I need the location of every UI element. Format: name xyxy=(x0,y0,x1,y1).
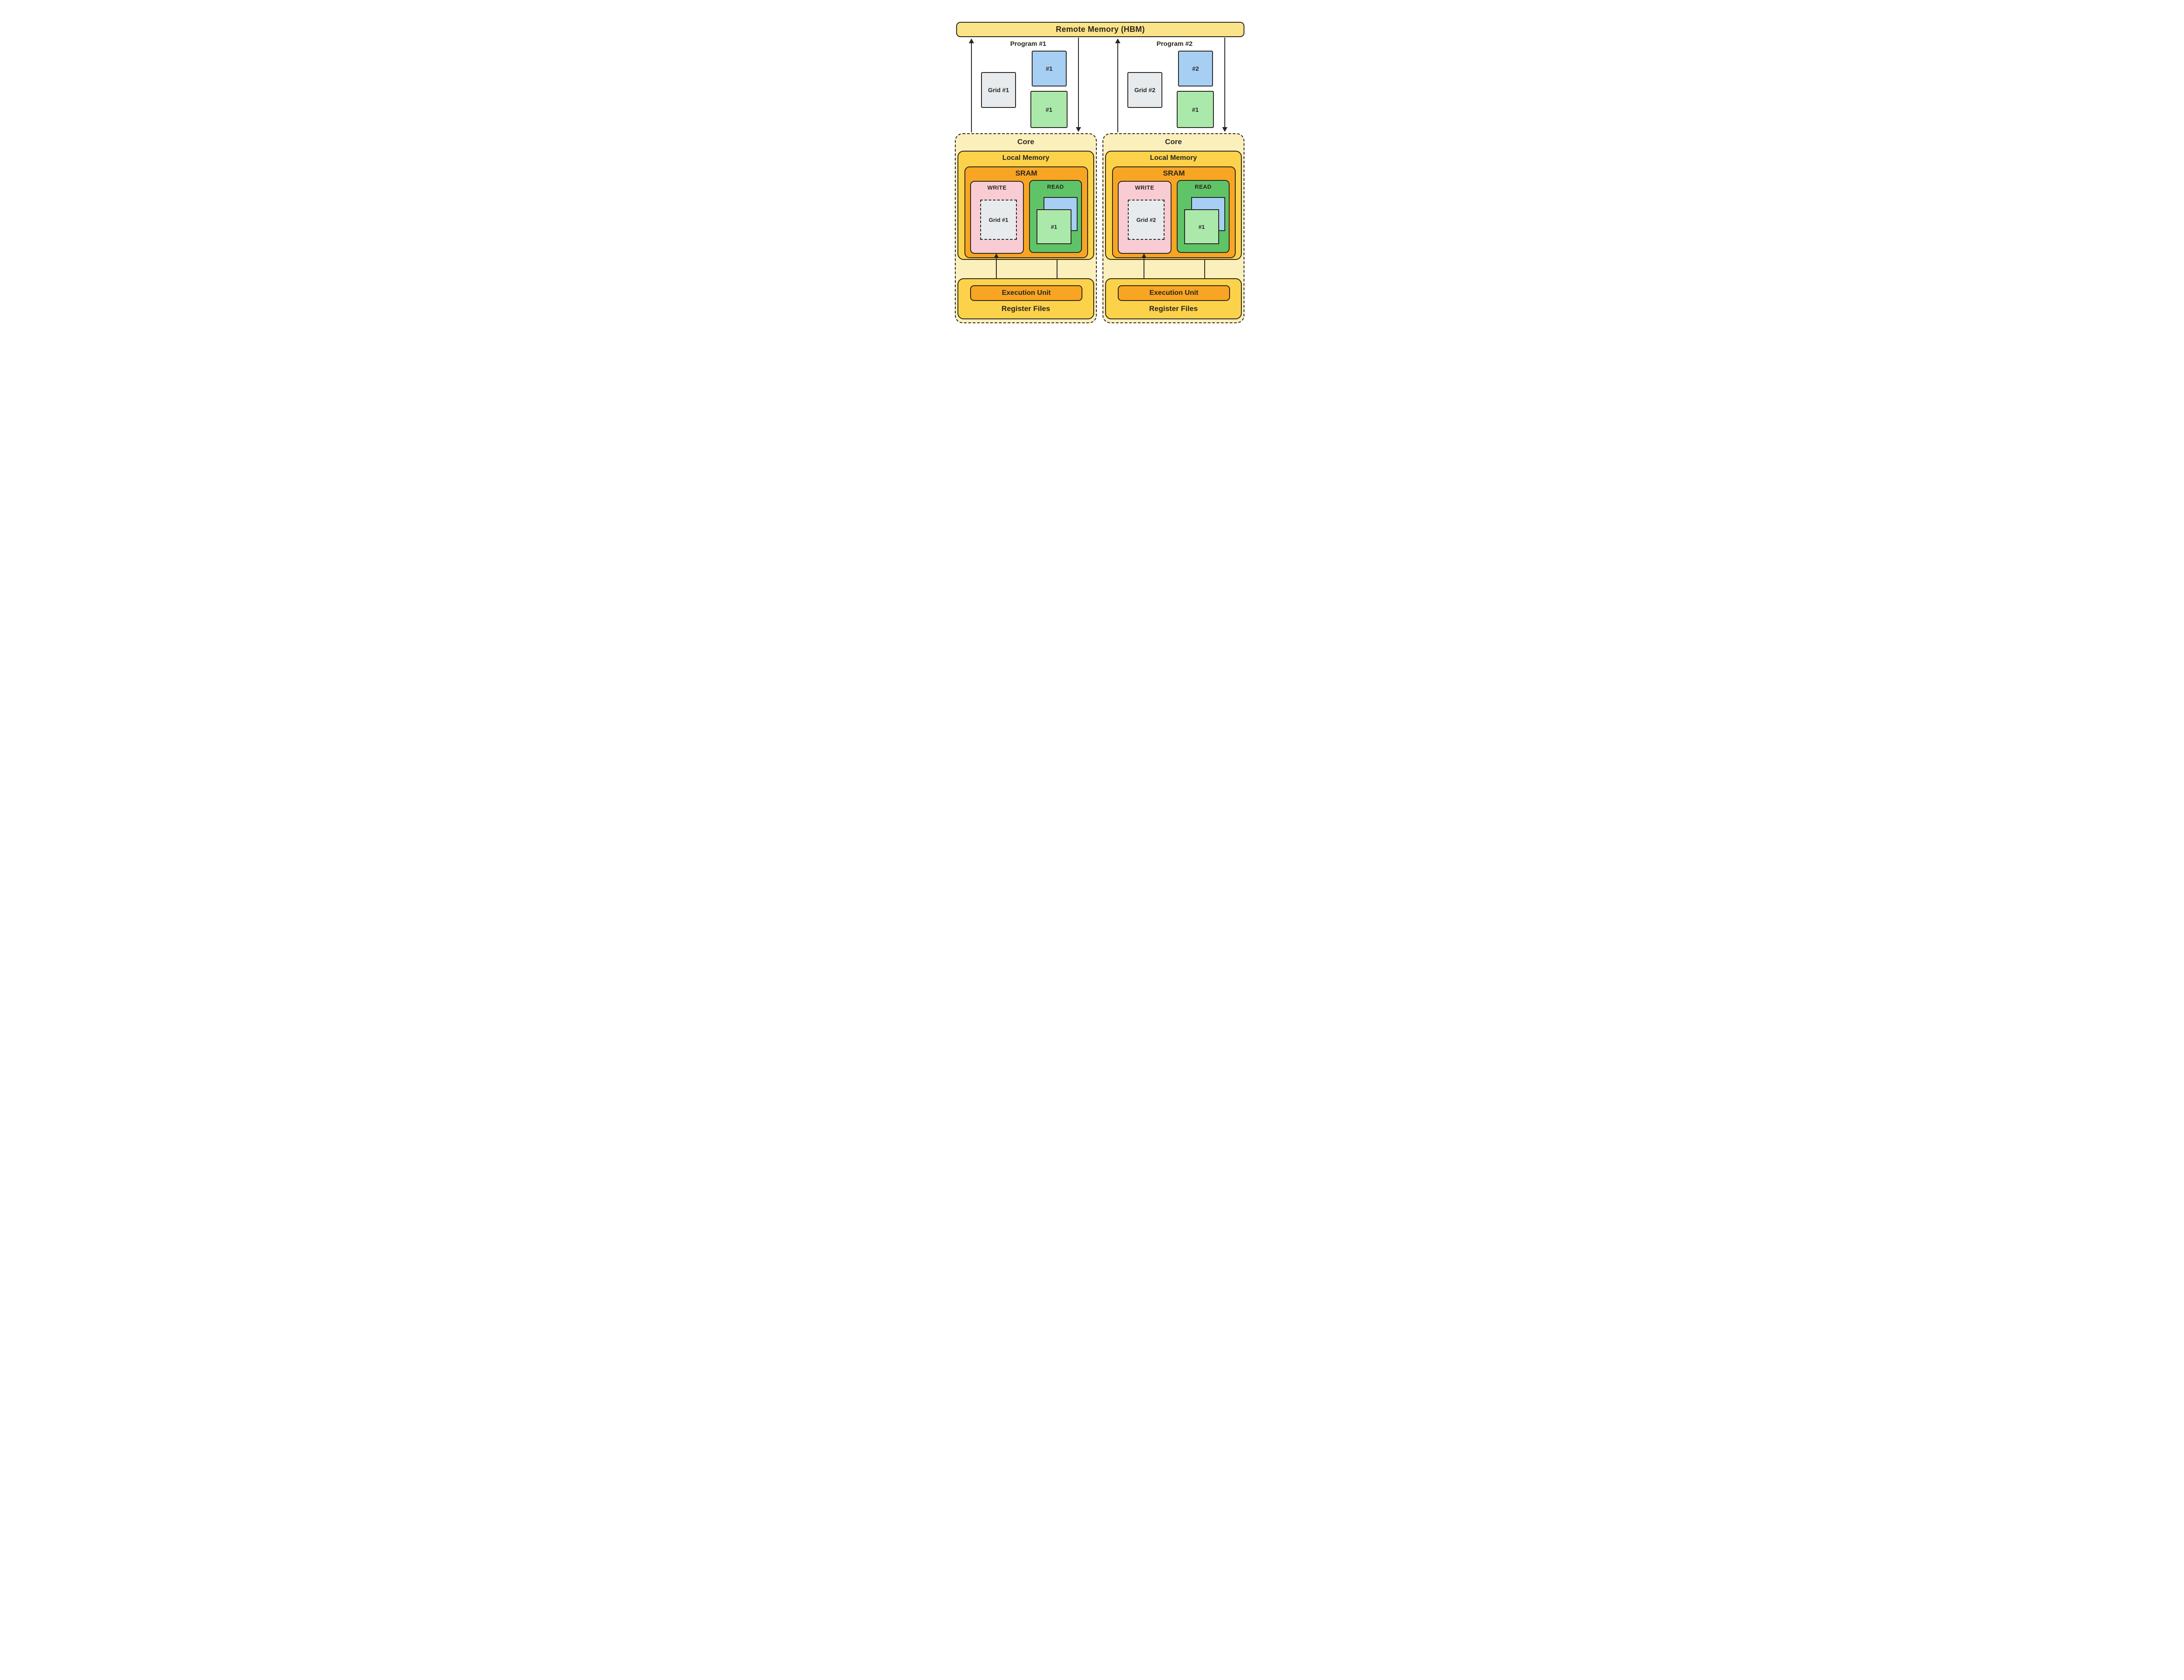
program1-title: Program #1 xyxy=(1010,40,1047,48)
program2-green-tile: #1 xyxy=(1177,91,1214,128)
core1-title: Core xyxy=(1017,138,1034,146)
program1-blue-tile: #1 xyxy=(1032,51,1067,86)
core1-local-memory-label: Local Memory xyxy=(1002,154,1050,162)
core2-register-files-label: Register Files xyxy=(1149,304,1198,313)
program2-title: Program #2 xyxy=(1156,40,1193,48)
architecture-diagram: Remote Memory (HBM) Program #1 Grid #1 #… xyxy=(757,0,1427,336)
program2-blue-label: #2 xyxy=(1192,65,1199,72)
core2-sram-label: SRAM xyxy=(1163,169,1185,177)
core1-sram-block: SRAM WRITE Grid #1 READ #1 xyxy=(964,166,1088,258)
program1-green-label: #1 xyxy=(1045,106,1053,113)
core1-read-green-tile: #1 xyxy=(1037,209,1071,244)
arrow-core1-exec-to-sram xyxy=(994,253,999,287)
remote-memory-hbm-label: Remote Memory (HBM) xyxy=(1056,25,1145,34)
program1-grid-tile: Grid #1 xyxy=(981,72,1016,108)
core1-register-files-block: Execution Unit Register Files xyxy=(957,278,1094,319)
core2-write-grid-label: Grid #2 xyxy=(1136,216,1156,223)
arrow-core1-to-hbm xyxy=(969,38,974,132)
core1-write-grid-label: Grid #1 xyxy=(988,216,1009,223)
core2-write-label: WRITE xyxy=(1135,184,1154,191)
core2-execution-unit: Execution Unit xyxy=(1118,285,1230,301)
core2-title: Core xyxy=(1165,138,1182,146)
core2-block: Core Local Memory SRAM WRITE Grid #2 REA… xyxy=(1102,133,1244,323)
program2-green-label: #1 xyxy=(1192,106,1199,113)
core2-sram-block: SRAM WRITE Grid #2 READ #1 xyxy=(1112,166,1236,258)
core1-read-tile-label: #1 xyxy=(1051,223,1057,230)
remote-memory-hbm-block: Remote Memory (HBM) xyxy=(956,22,1244,37)
arrow-core2-exec-to-sram xyxy=(1141,253,1147,287)
core1-execution-unit: Execution Unit xyxy=(970,285,1082,301)
arrow-hbm-to-core2 xyxy=(1222,38,1227,132)
program1-blue-label: #1 xyxy=(1046,65,1053,72)
core2-execution-unit-label: Execution Unit xyxy=(1149,289,1199,297)
core1-write-label: WRITE xyxy=(987,184,1007,191)
core1-execution-unit-label: Execution Unit xyxy=(1002,289,1051,297)
core1-register-files-label: Register Files xyxy=(1001,304,1051,313)
core2-read-box: READ #1 xyxy=(1177,180,1230,253)
program2-grid-label: Grid #2 xyxy=(1134,86,1156,93)
core1-read-label: READ xyxy=(1047,183,1064,190)
program1-green-tile: #1 xyxy=(1030,91,1068,128)
core2-read-label: READ xyxy=(1195,183,1212,190)
core2-write-box: WRITE Grid #2 xyxy=(1118,181,1171,254)
program2-blue-tile: #2 xyxy=(1178,51,1213,86)
arrow-core2-to-hbm xyxy=(1115,38,1120,132)
core2-local-memory-block: Local Memory SRAM WRITE Grid #2 READ #1 xyxy=(1105,151,1242,260)
arrow-hbm-to-core1 xyxy=(1076,38,1081,132)
core1-local-memory-block: Local Memory SRAM WRITE Grid #1 READ #1 xyxy=(957,151,1094,260)
core1-write-box: WRITE Grid #1 xyxy=(970,181,1024,254)
core2-write-grid-tile: Grid #2 xyxy=(1128,200,1165,240)
core1-block: Core Local Memory SRAM WRITE Grid #1 REA… xyxy=(955,133,1097,323)
program2-grid-tile: Grid #2 xyxy=(1127,72,1162,108)
core2-read-tile-label: #1 xyxy=(1198,223,1205,230)
core1-write-grid-tile: Grid #1 xyxy=(980,200,1017,240)
core2-register-files-block: Execution Unit Register Files xyxy=(1105,278,1242,319)
core1-read-box: READ #1 xyxy=(1029,180,1082,253)
core2-read-green-tile: #1 xyxy=(1184,209,1219,244)
program1-grid-label: Grid #1 xyxy=(988,86,1009,93)
core1-sram-label: SRAM xyxy=(1015,169,1037,177)
core2-local-memory-label: Local Memory xyxy=(1150,154,1197,162)
